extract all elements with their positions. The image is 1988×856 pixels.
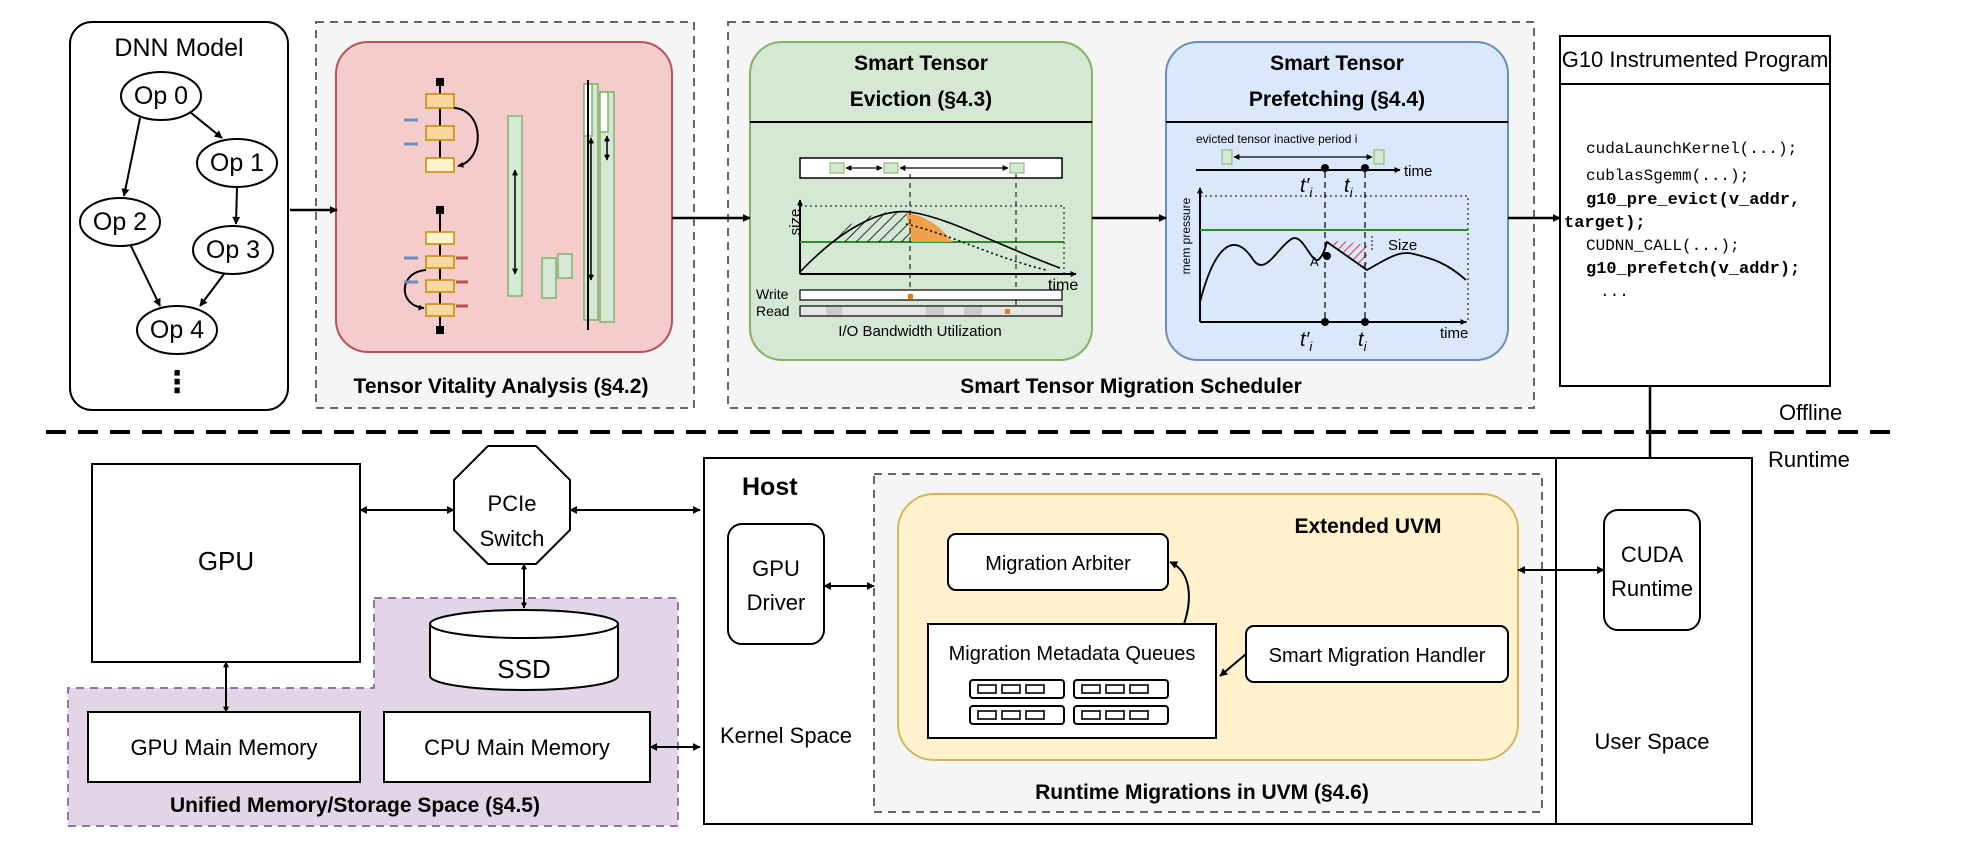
- program-line-launch: cudaLaunchKernel(...);: [1586, 140, 1797, 158]
- prefetching-a-label: A: [1310, 254, 1319, 269]
- svg-text:GPU: GPU: [198, 546, 254, 576]
- svg-text:Migration Metadata Queues: Migration Metadata Queues: [949, 643, 1196, 665]
- tensor-vitality-caption: Tensor Vitality Analysis (§4.2): [354, 375, 649, 398]
- eviction-write-bar: [799, 289, 1063, 301]
- eviction-write-label: Write: [756, 286, 789, 302]
- svg-text:CUDA: CUDA: [1621, 542, 1684, 567]
- svg-text:Runtime: Runtime: [1611, 576, 1693, 601]
- svg-text:Op 4: Op 4: [150, 316, 204, 344]
- runtime-migrations-caption: Runtime Migrations in UVM (§4.6): [1035, 781, 1369, 804]
- dnn-op-3: Op 3: [192, 225, 274, 275]
- migration-arbiter: Migration Arbiter: [947, 533, 1169, 591]
- dnn-model-title: DNN Model: [114, 34, 243, 62]
- gpu-main-memory: GPU Main Memory: [87, 711, 361, 783]
- dnn-op-0: Op 0: [120, 71, 202, 121]
- svg-text:Op 0: Op 0: [134, 82, 188, 110]
- dnn-edges: [121, 111, 241, 307]
- g10-program-panel: G10 Instrumented Program cudaLaunchKerne…: [1559, 35, 1831, 387]
- program-line-prefetch: g10_prefetch(v_addr);: [1586, 260, 1800, 279]
- eviction-read-label: Read: [756, 303, 789, 319]
- svg-text:SSD: SSD: [497, 654, 550, 684]
- svg-text:Driver: Driver: [747, 590, 806, 615]
- svg-text:Op 3: Op 3: [206, 236, 260, 264]
- smart-prefetching-box: Smart Tensor Prefetching (§4.4) evicted …: [1165, 41, 1509, 361]
- svg-text:GPU: GPU: [752, 556, 800, 581]
- eviction-hatched-area: [826, 211, 930, 242]
- unified-memory-caption: Unified Memory/Storage Space (§4.5): [170, 794, 540, 817]
- eviction-y-label: size: [787, 209, 804, 236]
- tensor-vitality-box: [335, 41, 673, 353]
- prefetching-size-label: Size: [1388, 237, 1417, 254]
- prefetching-title-line2: Prefetching (§4.4): [1249, 88, 1425, 111]
- vitality-op-stack-bottom: [403, 206, 468, 334]
- cpu-main-memory: CPU Main Memory: [383, 711, 651, 783]
- g10-program-title: G10 Instrumented Program: [1562, 47, 1829, 72]
- smart-migration-handler: Smart Migration Handler: [1245, 625, 1509, 683]
- svg-text:PCIe: PCIe: [488, 491, 537, 516]
- host-title: Host: [742, 473, 798, 501]
- prefetching-t-top: ti: [1344, 175, 1354, 200]
- tensor-vitality-group: Tensor Vitality Analysis (§4.2): [315, 21, 695, 409]
- program-line-target: target);: [1564, 214, 1646, 233]
- gpu-box: GPU: [91, 463, 361, 663]
- eviction-title-line2: Eviction (§4.3): [850, 88, 992, 111]
- dnn-ellipsis: ⋮: [162, 366, 192, 399]
- offline-label: Offline: [1779, 400, 1842, 425]
- prefetching-title-line1: Smart Tensor: [1270, 52, 1404, 75]
- vitality-lifetime-arrows: [512, 80, 610, 330]
- eviction-title-line1: Smart Tensor: [854, 52, 988, 75]
- prefetching-pressure-curve: [1199, 237, 1467, 303]
- program-line-pre-evict: g10_pre_evict(v_addr,: [1586, 191, 1800, 210]
- program-line-cudnn: CUDNN_CALL(...);: [1586, 237, 1740, 255]
- prefetching-red-area: [1327, 241, 1367, 270]
- user-space-label: User Space: [1595, 729, 1710, 754]
- vitality-op-stack-top: [404, 78, 479, 173]
- migration-scheduler-group: Smart Tensor Migration Scheduler Smart T…: [727, 21, 1535, 409]
- svg-text:Op 1: Op 1: [210, 149, 264, 177]
- svg-text:GPU Main Memory: GPU Main Memory: [130, 735, 317, 760]
- ssd-cylinder: SSD: [429, 609, 619, 691]
- svg-text:Switch: Switch: [480, 526, 545, 551]
- queue-slot-cells: [977, 684, 1149, 720]
- prefetching-period-label: evicted tensor inactive period i: [1196, 132, 1357, 146]
- gpu-driver-box: GPU Driver: [727, 523, 825, 645]
- prefetching-top-time-label: time: [1404, 163, 1432, 180]
- svg-text:Migration Arbiter: Migration Arbiter: [985, 553, 1131, 575]
- kernel-space-label: Kernel Space: [720, 723, 852, 748]
- runtime-label: Runtime: [1768, 447, 1850, 472]
- dnn-model-panel: DNN Model Op 0 Op 1 Op 2 Op 3 Op 4: [69, 21, 289, 411]
- pcie-switch: PCIe Switch: [453, 445, 571, 565]
- dnn-op-2: Op 2: [79, 197, 161, 247]
- dnn-op-1: Op 1: [196, 138, 278, 188]
- svg-text:Smart Migration Handler: Smart Migration Handler: [1269, 645, 1486, 667]
- prefetching-t-bottom: ti: [1358, 329, 1368, 354]
- migration-metadata-queues: Migration Metadata Queues: [927, 623, 1217, 739]
- dnn-op-4: Op 4: [136, 305, 218, 355]
- prefetching-t-prime-top: t′i: [1300, 175, 1313, 200]
- svg-text:Op 2: Op 2: [93, 208, 147, 236]
- host-arrows: [823, 561, 1605, 677]
- hardware-arrows: [223, 506, 701, 751]
- smart-eviction-box: Smart Tensor Eviction (§4.3) size time W…: [749, 41, 1093, 361]
- prefetching-x-label: time: [1440, 325, 1468, 342]
- migration-scheduler-caption: Smart Tensor Migration Scheduler: [960, 375, 1302, 398]
- cuda-runtime-box: CUDA Runtime: [1603, 509, 1701, 631]
- extended-uvm-title: Extended UVM: [1294, 515, 1441, 538]
- eviction-io-caption: I/O Bandwidth Utilization: [838, 323, 1001, 340]
- prefetching-y-label: mem pressure: [1179, 197, 1193, 274]
- program-line-ellipsis: ...: [1600, 283, 1629, 301]
- prefetching-t-prime-bottom: t′i: [1300, 329, 1313, 354]
- svg-text:CPU Main Memory: CPU Main Memory: [424, 735, 610, 760]
- program-line-sgemm: cublasSgemm(...);: [1586, 167, 1749, 185]
